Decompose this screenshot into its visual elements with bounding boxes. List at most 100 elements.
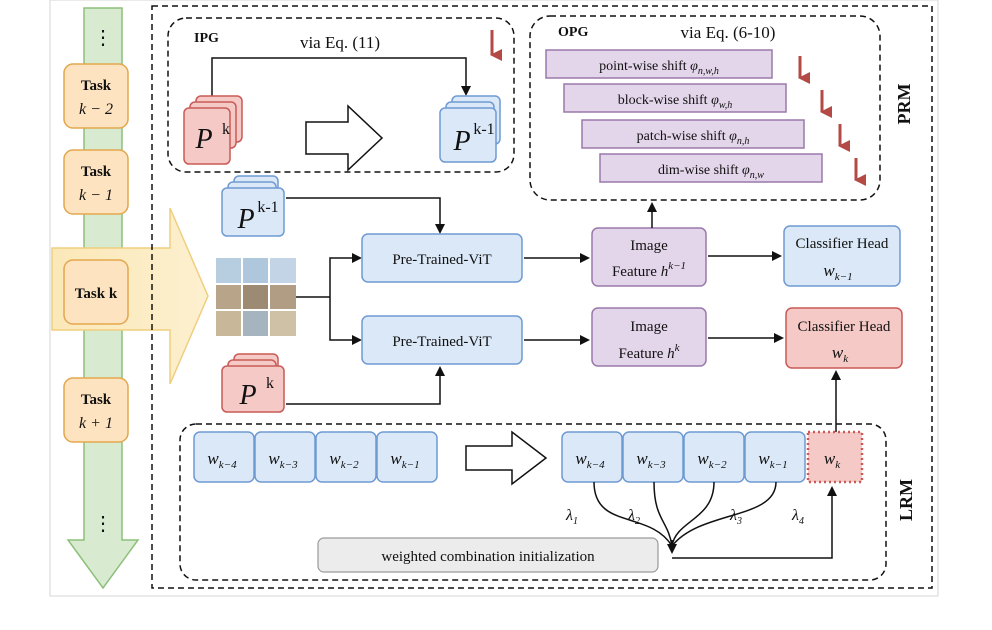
prompt-superscript: k — [222, 121, 230, 138]
prompt-superscript: k-1 — [257, 199, 278, 216]
prompt-superscript: k-1 — [473, 121, 494, 138]
ipg-prompt-old-stack: P k-1 — [439, 95, 501, 163]
opg-via-equation: via Eq. (6-10) — [681, 23, 776, 42]
weight-label: wk−3 — [636, 449, 666, 471]
weight-label: wk−3 — [268, 449, 298, 471]
shift-label: block-wise shift — [618, 93, 711, 108]
opg-label: OPG — [558, 25, 588, 40]
timeline-top-ellipsis: ⋮ — [93, 27, 113, 49]
lambda-label: λ1 — [565, 507, 578, 527]
shift-symbol: φ — [742, 163, 750, 178]
lambda-label: λ4 — [791, 507, 804, 527]
shift-point-wise: point-wise shift φn,w,h — [545, 49, 773, 79]
weight-label: wk — [824, 449, 841, 471]
lrm-right-weights: wk−4 wk−3 wk−2 wk−1 — [561, 431, 806, 483]
head-label: Classifier Head — [798, 319, 891, 335]
task-label: Task — [81, 392, 112, 408]
lrm-panel: wk−4 wk−3 wk−2 wk−1 wk−4 wk−3 wk−2 wk−1 … — [179, 423, 887, 581]
head-symbol: w — [832, 343, 844, 362]
combination-to-new-weight-arrow — [672, 486, 837, 559]
feature-line1: Image — [630, 319, 668, 335]
task-label: Task k — [75, 286, 118, 302]
feature-line1: Image — [630, 238, 668, 254]
shift-symbol: φ — [729, 129, 737, 144]
lrm-label: LRM — [896, 479, 916, 521]
head-label: Classifier Head — [796, 236, 889, 252]
prompt-symbol: P — [236, 204, 254, 235]
lrm-transform-arrow — [465, 430, 548, 486]
prompt-symbol: P — [452, 126, 470, 157]
figure-frame — [49, 0, 939, 597]
task-item-k-minus-1: Task k − 1 — [63, 149, 129, 215]
vit-label: Pre-Trained-ViT — [392, 252, 491, 268]
feature-superscript: k — [675, 342, 681, 354]
task-timeline: ⋮ ⋮ Task k − 2 Task k − 1 Task k Task k … — [51, 7, 209, 590]
prompt-new-stack: P k — [221, 353, 285, 413]
weight-label: wk−4 — [207, 449, 237, 471]
svg-text:wk: wk — [832, 343, 849, 365]
task-index: k + 1 — [79, 415, 113, 432]
svg-text:Feature hk−1: Feature hk−1 — [612, 260, 686, 280]
shift-subscript: w,h — [719, 100, 732, 111]
task-item-k-plus-1: Task k + 1 — [63, 377, 129, 443]
svg-text:point-wise shift φn,w,h: point-wise shift φn,w,h — [599, 59, 719, 77]
task-label: Task — [81, 164, 112, 180]
ipg-via-equation: via Eq. (11) — [300, 33, 380, 52]
feature-top: Image Feature hk−1 — [591, 227, 707, 287]
current-task-arrow — [51, 207, 209, 385]
lambda-label: λ3 — [729, 507, 742, 527]
image-to-vit-top-arrow — [329, 253, 362, 297]
prompt-old-to-vit-arrow — [286, 197, 445, 234]
weight-label: wk−2 — [329, 449, 359, 471]
ipg-prompt-new-stack: P k — [183, 95, 243, 165]
combination-curves — [593, 481, 777, 547]
shift-label: patch-wise shift — [637, 129, 730, 144]
ipg-flow-arrow — [211, 57, 471, 98]
prompt-symbol: P — [194, 124, 212, 155]
vit-bottom: Pre-Trained-ViT — [361, 315, 523, 365]
classifier-head-bottom: Classifier Head wk — [785, 307, 903, 369]
combination-label: weighted combination initialization — [381, 549, 595, 565]
task-index: k − 2 — [79, 101, 113, 118]
ipg-label: IPG — [194, 31, 219, 46]
shift-patch-wise: patch-wise shift φn,h — [581, 119, 805, 149]
classifier-head-top: Classifier Head wk−1 — [783, 225, 901, 287]
head-subscript: k — [843, 353, 849, 365]
svg-text:block-wise shift φw,h: block-wise shift φw,h — [618, 93, 733, 111]
feature-superscript: k−1 — [668, 260, 686, 272]
image-to-vit-bottom-arrow — [329, 297, 362, 345]
weight-label: wk−1 — [758, 449, 787, 471]
vit-label: Pre-Trained-ViT — [392, 334, 491, 350]
shift-subscript: n,w — [750, 170, 765, 181]
head-subscript: k−1 — [835, 271, 853, 283]
svg-text:Feature hk: Feature hk — [618, 342, 680, 362]
task-item-k-minus-2: Task k − 2 — [63, 63, 129, 129]
task-label: Task — [81, 78, 112, 94]
shift-label: dim-wise shift — [658, 163, 742, 178]
head-symbol: w — [823, 261, 835, 280]
shift-subscript: n,w,h — [698, 66, 719, 77]
shift-symbol: φ — [711, 93, 719, 108]
svg-text:wk−1: wk−1 — [823, 261, 852, 283]
task-index: k − 1 — [79, 187, 113, 204]
prompt-new-to-vit-arrow — [286, 366, 445, 405]
lrm-new-weight: wk — [806, 430, 864, 484]
lambda-label: λ2 — [627, 507, 640, 527]
vit-top: Pre-Trained-ViT — [361, 233, 523, 283]
ipg-panel: IPG via Eq. (11) P k P k-1 — [167, 17, 515, 173]
shift-block-wise: block-wise shift φw,h — [563, 83, 787, 113]
svg-text:patch-wise shift φn,h: patch-wise shift φn,h — [637, 129, 750, 147]
feature-bottom: Image Feature hk — [591, 307, 707, 367]
feature-symbol: h — [667, 346, 675, 362]
shift-dim-wise: dim-wise shift φn,w — [599, 153, 823, 183]
shift-label: point-wise shift — [599, 59, 690, 74]
weight-label: wk−1 — [390, 449, 419, 471]
task-item-k: Task k — [63, 259, 129, 325]
method-frame — [151, 5, 933, 589]
prompt-symbol: P — [238, 380, 256, 411]
svg-text:dim-wise shift φn,w: dim-wise shift φn,w — [658, 163, 764, 181]
prompt-superscript: k — [266, 375, 274, 392]
feature-line2: Feature — [618, 346, 667, 362]
shift-subscript: n,h — [737, 136, 750, 147]
